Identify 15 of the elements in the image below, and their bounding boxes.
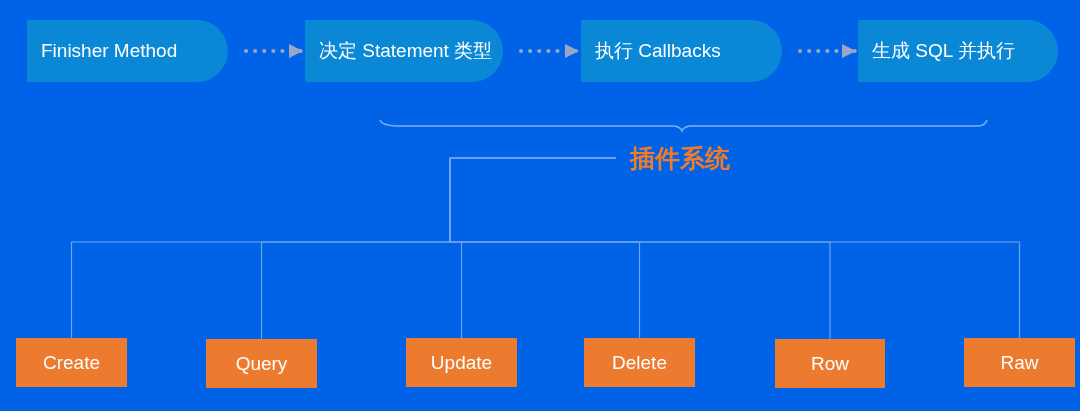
connector-line (449, 157, 1021, 339)
dotted-arrow (798, 44, 858, 58)
operation-box: Query (206, 339, 317, 388)
operation-box: Raw (964, 338, 1075, 387)
operation-box: Create (16, 338, 127, 387)
process-box: 决定 Statement 类型 (305, 20, 503, 82)
operation-box: Update (406, 338, 517, 387)
group-label: 插件系统 (616, 140, 744, 176)
operation-box: Delete (584, 338, 695, 387)
operation-box: Row (775, 339, 885, 388)
process-box: 执行 Callbacks (581, 20, 782, 82)
process-box: 生成 SQL 并执行 (858, 20, 1058, 82)
dotted-arrow (519, 44, 581, 58)
process-box: Finisher Method (27, 20, 228, 82)
dotted-arrow (244, 44, 305, 58)
